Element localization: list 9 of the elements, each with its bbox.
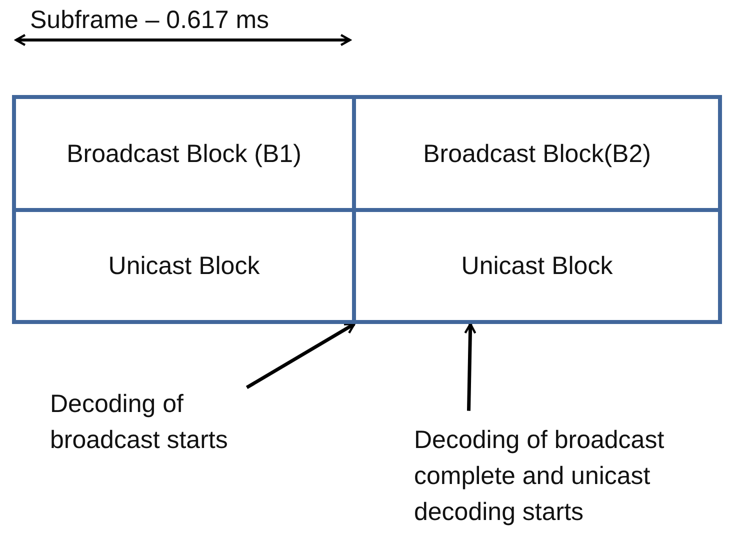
cell-text: Broadcast Block(B2) <box>423 138 651 170</box>
cell-text: Unicast Block <box>108 251 260 282</box>
arrow <box>246 322 356 390</box>
dimension-label: Subframe – 0.617 ms <box>30 6 270 35</box>
cell-text: Broadcast Block (B1) <box>66 138 302 170</box>
cell-text: Unicast Block <box>461 251 613 282</box>
annotation-text: Decoding of broadcast complete and unicast decoding starts <box>414 422 736 530</box>
annotation-text: Decoding of broadcast starts <box>50 386 290 458</box>
arrow <box>464 322 476 411</box>
